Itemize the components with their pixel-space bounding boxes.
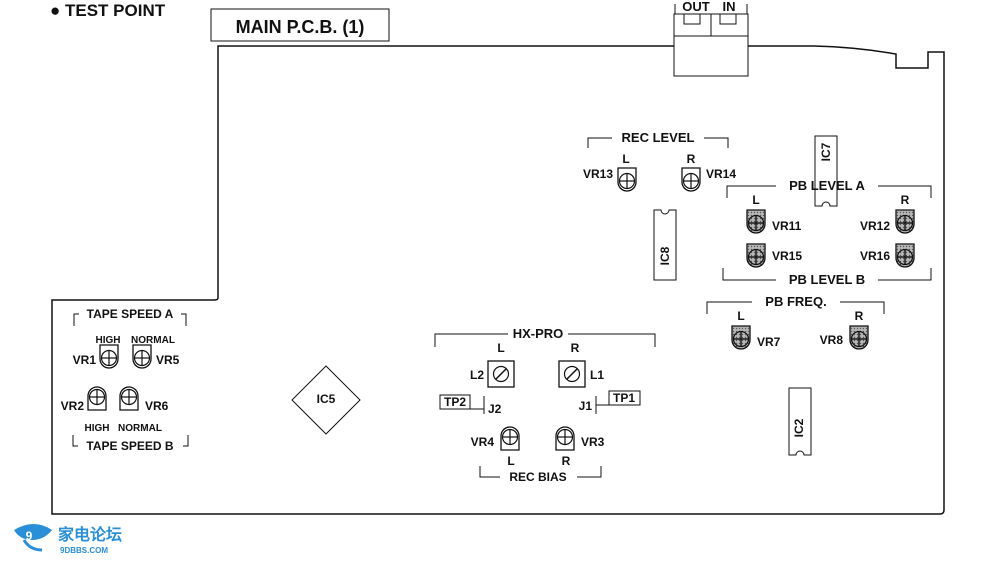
l2-label: L2 <box>470 368 484 382</box>
tp2-label: TP2 <box>444 395 466 409</box>
vr6-label: VR6 <box>145 399 169 413</box>
watermark-url: 9DBBS.COM <box>60 546 108 555</box>
vr8-label: VR8 <box>820 333 844 347</box>
board-title-box <box>210 8 390 42</box>
l1-coil[interactable] <box>558 360 586 388</box>
tape-speed-b-bracket <box>72 435 189 447</box>
ic2-chip <box>788 387 812 456</box>
vr8-potentiometer[interactable] <box>849 325 869 350</box>
board-title: MAIN P.C.B. (1) <box>236 17 365 37</box>
hx-pro-bracket <box>434 333 656 347</box>
vr16-potentiometer[interactable] <box>895 243 915 268</box>
vr6-potentiometer[interactable] <box>119 386 139 411</box>
tp2-box <box>439 394 471 410</box>
hx-pro-title: HX-PRO <box>513 326 564 341</box>
tape-speed-high-bottom: HIGH <box>85 423 110 434</box>
vr1-potentiometer[interactable] <box>99 344 119 369</box>
vr16-label: VR16 <box>860 249 890 263</box>
vr14-potentiometer[interactable] <box>681 167 701 192</box>
vr2-label: VR2 <box>61 399 85 413</box>
in-label: IN <box>723 0 736 14</box>
tape-speed-high-top: HIGH <box>96 335 121 346</box>
ic7-chip <box>814 135 838 207</box>
out-label: OUT <box>682 0 710 14</box>
pb-level-b-title: PB LEVEL B <box>789 272 865 287</box>
vr14-label: VR14 <box>706 167 736 181</box>
tp2-lead <box>470 396 485 414</box>
tape-speed-a-title: TAPE SPEED A <box>87 307 174 321</box>
rec-bias-title: REC BIAS <box>509 470 566 484</box>
l1-label: L1 <box>590 368 604 382</box>
tape-speed-normal-top: NORMAL <box>131 335 175 346</box>
vr5-potentiometer[interactable] <box>132 344 152 369</box>
rec-level-bracket <box>587 137 729 148</box>
hx-pro-right-label: R <box>571 341 580 355</box>
tape-speed-b-title: TAPE SPEED B <box>86 439 173 453</box>
tp1-lead <box>595 396 609 414</box>
svg-text:9: 9 <box>26 529 33 543</box>
watermark-text: 家电论坛 <box>58 525 122 544</box>
j1-label: J1 <box>579 399 593 413</box>
board-outline <box>51 45 945 515</box>
ic7-label: IC7 <box>819 142 833 161</box>
ic5-label: IC5 <box>317 392 336 406</box>
tape-speed-a-bracket <box>73 313 187 326</box>
pb-level-a-title: PB LEVEL A <box>789 178 865 193</box>
vr2-potentiometer[interactable] <box>87 386 107 411</box>
rec-level-title: REC LEVEL <box>622 130 695 145</box>
pb-level-left-label: L <box>752 193 759 207</box>
ic2-label: IC2 <box>792 418 806 437</box>
pb-level-b-bracket <box>722 268 932 281</box>
pb-level-a-bracket <box>726 185 932 198</box>
vr7-potentiometer[interactable] <box>731 325 751 350</box>
vr4-potentiometer[interactable] <box>500 426 520 451</box>
vr3-label: VR3 <box>581 435 605 449</box>
vr5-label: VR5 <box>156 353 180 367</box>
pb-freq-right-label: R <box>855 309 864 323</box>
vr13-label: VR13 <box>583 167 613 181</box>
tape-speed-normal-bottom: NORMAL <box>118 423 162 434</box>
pb-freq-bracket <box>706 301 885 314</box>
hx-pro-right-bottom: R <box>562 454 571 468</box>
vr11-potentiometer[interactable] <box>746 209 766 234</box>
hx-pro-left-label: L <box>497 341 504 355</box>
tp1-box <box>608 390 641 406</box>
rec-level-right-label: R <box>687 152 696 166</box>
vr11-label: VR11 <box>772 219 802 233</box>
pb-freq-left-label: L <box>737 309 744 323</box>
rec-bias-bracket <box>479 466 602 478</box>
ic8-chip <box>653 209 677 281</box>
tp1-label: TP1 <box>613 391 635 405</box>
vr4-label: VR4 <box>471 435 495 449</box>
watermark-logo: 9 <box>14 524 52 552</box>
vr15-potentiometer[interactable] <box>746 243 766 268</box>
vr7-label: VR7 <box>757 335 781 349</box>
ic5-chip <box>291 365 361 435</box>
hx-pro-left-bottom: L <box>507 454 514 468</box>
pb-level-right-label: R <box>901 193 910 207</box>
vr1-label: VR1 <box>73 353 97 367</box>
rec-level-left-label: L <box>622 152 629 166</box>
j2-label: J2 <box>488 402 502 416</box>
vr12-label: VR12 <box>860 219 890 233</box>
pb-freq-title: PB FREQ. <box>765 294 826 309</box>
vr12-potentiometer[interactable] <box>895 209 915 234</box>
ic8-label: IC8 <box>658 246 672 265</box>
vr13-potentiometer[interactable] <box>617 167 637 192</box>
vr3-potentiometer[interactable] <box>555 426 575 451</box>
l2-coil[interactable] <box>487 360 515 388</box>
test-point-label: ● TEST POINT <box>50 1 166 20</box>
vr15-label: VR15 <box>772 249 802 263</box>
out-in-connector <box>673 4 749 77</box>
